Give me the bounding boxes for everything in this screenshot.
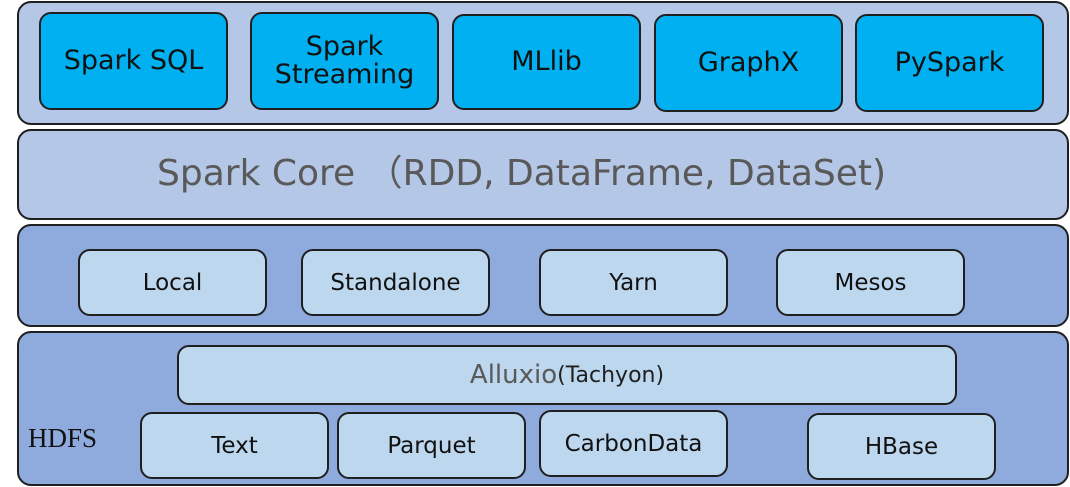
text-box: Text [140,412,329,479]
hdfs-label: HDFS [28,423,98,453]
alluxio-box: Alluxio(Tachyon) [177,345,957,405]
mllib-box: MLlib [452,14,641,110]
spark-sql-box: Spark SQL [39,12,228,110]
hbase-box: HBase [807,413,996,480]
mesos-box: Mesos [776,249,965,316]
graphx-box: GraphX [654,14,843,112]
tachyon-label: (Tachyon) [557,362,665,388]
spark-core-layer [17,129,1069,220]
yarn-box: Yarn [539,249,728,316]
alluxio-label: Alluxio [469,360,558,390]
pyspark-box: PySpark [855,14,1044,112]
standalone-box: Standalone [301,249,490,316]
parquet-box: Parquet [337,412,526,479]
spark-streaming-box: Spark Streaming [250,12,439,110]
carbondata-box: CarbonData [539,410,728,477]
local-box: Local [78,249,267,316]
spark-core-title: Spark Core （RDD, DataFrame, DataSet) [157,153,887,194]
